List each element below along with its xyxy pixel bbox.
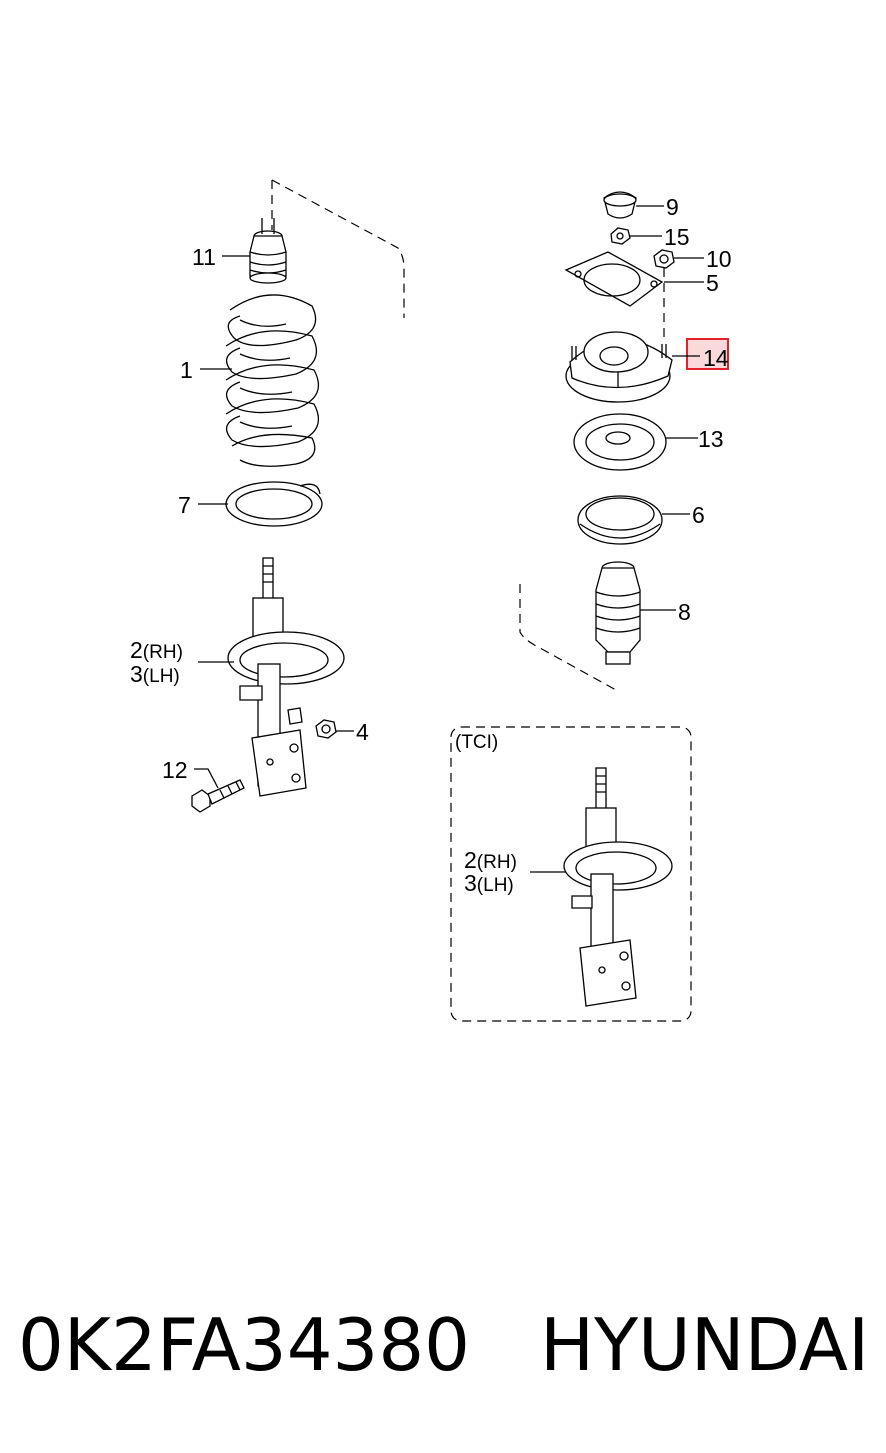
callout-7: 7 (178, 492, 191, 518)
highlight-box-14 (686, 338, 729, 370)
dust-cover-boot (595, 561, 641, 665)
callout-9: 9 (666, 194, 679, 220)
strut-mount (565, 331, 673, 403)
callout-11: 11 (192, 244, 216, 270)
leader-12 (194, 768, 219, 789)
callout-14: 14 (703, 345, 729, 371)
part-footer: 0K2FA34380 HYUNDAI (18, 1300, 878, 1390)
tci-inset-frame (450, 726, 692, 1022)
strut-bolt (191, 779, 245, 813)
assembly-guide-left (271, 179, 405, 318)
brand-name: HYUNDAI (539, 1303, 870, 1387)
strut-assembly (227, 557, 345, 797)
strut-bearing (573, 413, 667, 471)
callout-2: 2(RH) (130, 637, 183, 663)
callout-6: 6 (692, 502, 705, 528)
tci-callout-3: 3(LH) (464, 870, 514, 896)
callout-12: 12 (162, 757, 188, 783)
part-number: 0K2FA34380 (18, 1303, 470, 1387)
tci-callout-2: 2(RH) (464, 847, 517, 873)
spring-pad (225, 481, 323, 527)
callout-10: 10 (706, 246, 732, 272)
bump-stopper (249, 218, 287, 284)
callout-15: 15 (664, 224, 690, 250)
callout-3: 3(LH) (130, 661, 180, 687)
callout-1: 1 (180, 357, 193, 383)
callout-8: 8 (678, 599, 691, 625)
strut-nut (315, 719, 337, 739)
callout-13: 13 (698, 426, 724, 452)
tci-strut-assembly (563, 767, 673, 1007)
callout-4: 4 (356, 719, 369, 745)
coil-spring (225, 294, 319, 467)
dust-cap (603, 191, 637, 219)
assembly-guide-right (519, 268, 665, 691)
tci-inset-label: (TCI) (455, 732, 498, 753)
self-locking-nut (610, 227, 631, 245)
callout-5: 5 (706, 270, 719, 296)
flange-nut (653, 249, 675, 269)
insulator-gasket (564, 251, 664, 307)
upper-spring-pad (577, 495, 663, 545)
